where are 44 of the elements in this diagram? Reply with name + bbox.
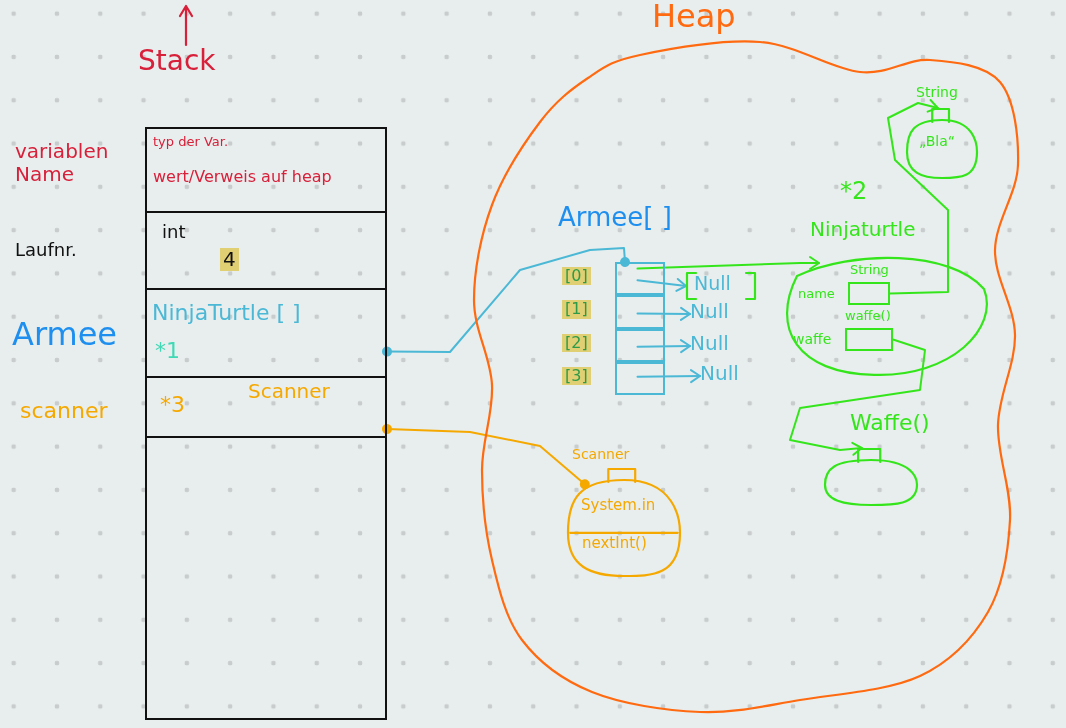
field-name: waffe (793, 331, 832, 348)
null-text: Null (690, 300, 729, 323)
reference-number: *3 (160, 392, 185, 418)
type-name: Scanner (248, 380, 330, 403)
row-caption: Armee (12, 316, 118, 353)
arrow (636, 339, 691, 354)
stack-heading: Stack (138, 45, 216, 78)
type-name: String (850, 263, 889, 278)
type-name: String (916, 84, 958, 101)
method-name: nextInt() (582, 535, 647, 553)
arrow (636, 369, 701, 384)
arrow (887, 99, 949, 295)
reference-number: *2 (840, 178, 868, 206)
arrow (789, 338, 926, 456)
type-name: int (162, 222, 186, 243)
row-caption: variablen Name (15, 140, 110, 186)
type-name: NinjaTurtle [ ] (152, 300, 301, 326)
row-caption: scanner (20, 398, 108, 424)
array-index: [2] (562, 333, 591, 352)
class-name: Waffe() (850, 410, 930, 436)
type-name: waffe() (845, 309, 891, 324)
reference-line (382, 424, 590, 490)
reference-line (382, 247, 630, 357)
row-caption: Laufnr. (15, 240, 77, 261)
array-index: [1] (562, 300, 591, 319)
heap-heading: Heap (652, 0, 736, 35)
array-index: [3] (562, 366, 591, 386)
null-text: Null (694, 273, 731, 295)
value-caption: wert/Verweis auf heap (153, 168, 332, 187)
array-heading: Armee[ ] (558, 203, 672, 233)
array-index: [0] (562, 267, 591, 286)
field-name: name (798, 287, 835, 302)
type-caption: typ der Var. (153, 135, 229, 150)
arrow (636, 306, 691, 321)
arrow (636, 278, 687, 292)
null-text: Null (690, 332, 729, 355)
value-text: 4 (220, 248, 239, 271)
class-name: Ninjaturtle (810, 218, 916, 241)
field-name: System.in (581, 497, 656, 515)
reference-number: *1 (155, 338, 180, 364)
class-name: Scanner (572, 446, 630, 463)
null-text: Null (700, 362, 739, 385)
arrow (636, 256, 820, 270)
string-value: „Bla“ (919, 133, 956, 150)
